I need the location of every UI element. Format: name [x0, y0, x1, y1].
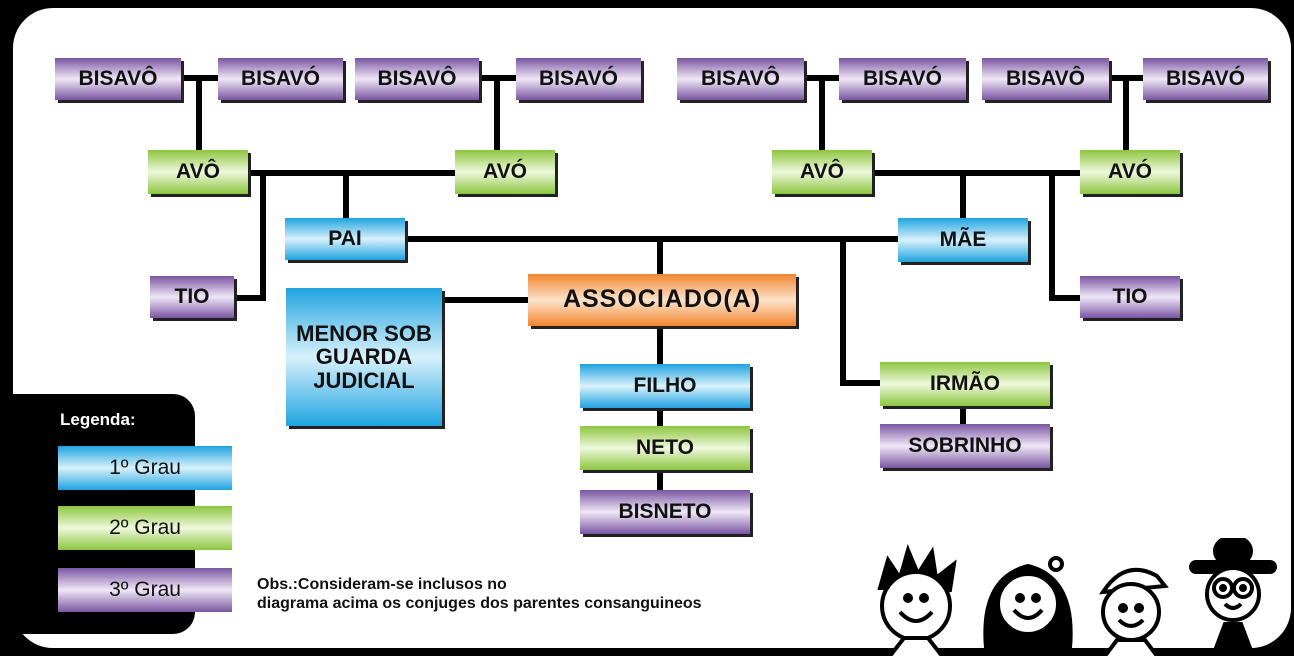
filho-node: FILHO	[580, 364, 750, 408]
observation-line-1: Obs.:Consideram-se inclusos no	[257, 576, 507, 593]
avo-paterno-node: AVÔ	[148, 150, 248, 194]
girl-icon	[983, 556, 1073, 650]
avo-materno-node: AVÔ	[772, 150, 872, 194]
boy-cap-icon	[1099, 567, 1169, 656]
sobrinho-node: SOBRINHO	[880, 424, 1050, 468]
boy-spiky-hair-icon	[877, 543, 957, 656]
observation-line-2: diagrama acima os conjuges dos parentes …	[257, 595, 702, 613]
bisneto-node: BISNETO	[580, 490, 750, 534]
bisava-node: BISAVÓ	[839, 58, 966, 100]
associado-node: ASSOCIADO(A)	[528, 274, 796, 326]
legend-grau-3: 3º Grau	[58, 568, 232, 612]
bisavo-node: BISAVÔ	[677, 58, 804, 100]
bisavo-node: BISAVÔ	[355, 58, 479, 100]
ava-materna-node: AVÓ	[1080, 150, 1180, 194]
bisavo-node: BISAVÔ	[982, 58, 1109, 100]
legend-title: Legenda:	[60, 410, 136, 429]
kid-hat-glasses-icon	[1189, 538, 1277, 656]
tio-materno-node: TIO	[1080, 276, 1180, 318]
legend-grau-2: 2º Grau	[58, 506, 232, 550]
irmao-node: IRMÃO	[880, 362, 1050, 406]
tio-paterno-node: TIO	[150, 276, 234, 318]
menor-sob-guarda-node: MENOR SOB GUARDA JUDICIAL	[286, 288, 442, 426]
observation-note: Obs.:Consideram-se inclusos no diagrama …	[257, 575, 702, 613]
bisava-node: BISAVÓ	[1143, 58, 1268, 100]
pai-node: PAI	[285, 218, 405, 260]
bisava-node: BISAVÓ	[218, 58, 343, 100]
cartoon-kids-illustration	[877, 538, 1277, 656]
ava-paterna-node: AVÓ	[455, 150, 555, 194]
bisava-node: BISAVÓ	[516, 58, 641, 100]
legend-grau-1: 1º Grau	[58, 446, 232, 490]
mae-node: MÃE	[898, 218, 1028, 262]
neto-node: NETO	[580, 426, 750, 470]
bisavo-node: BISAVÔ	[55, 58, 181, 100]
